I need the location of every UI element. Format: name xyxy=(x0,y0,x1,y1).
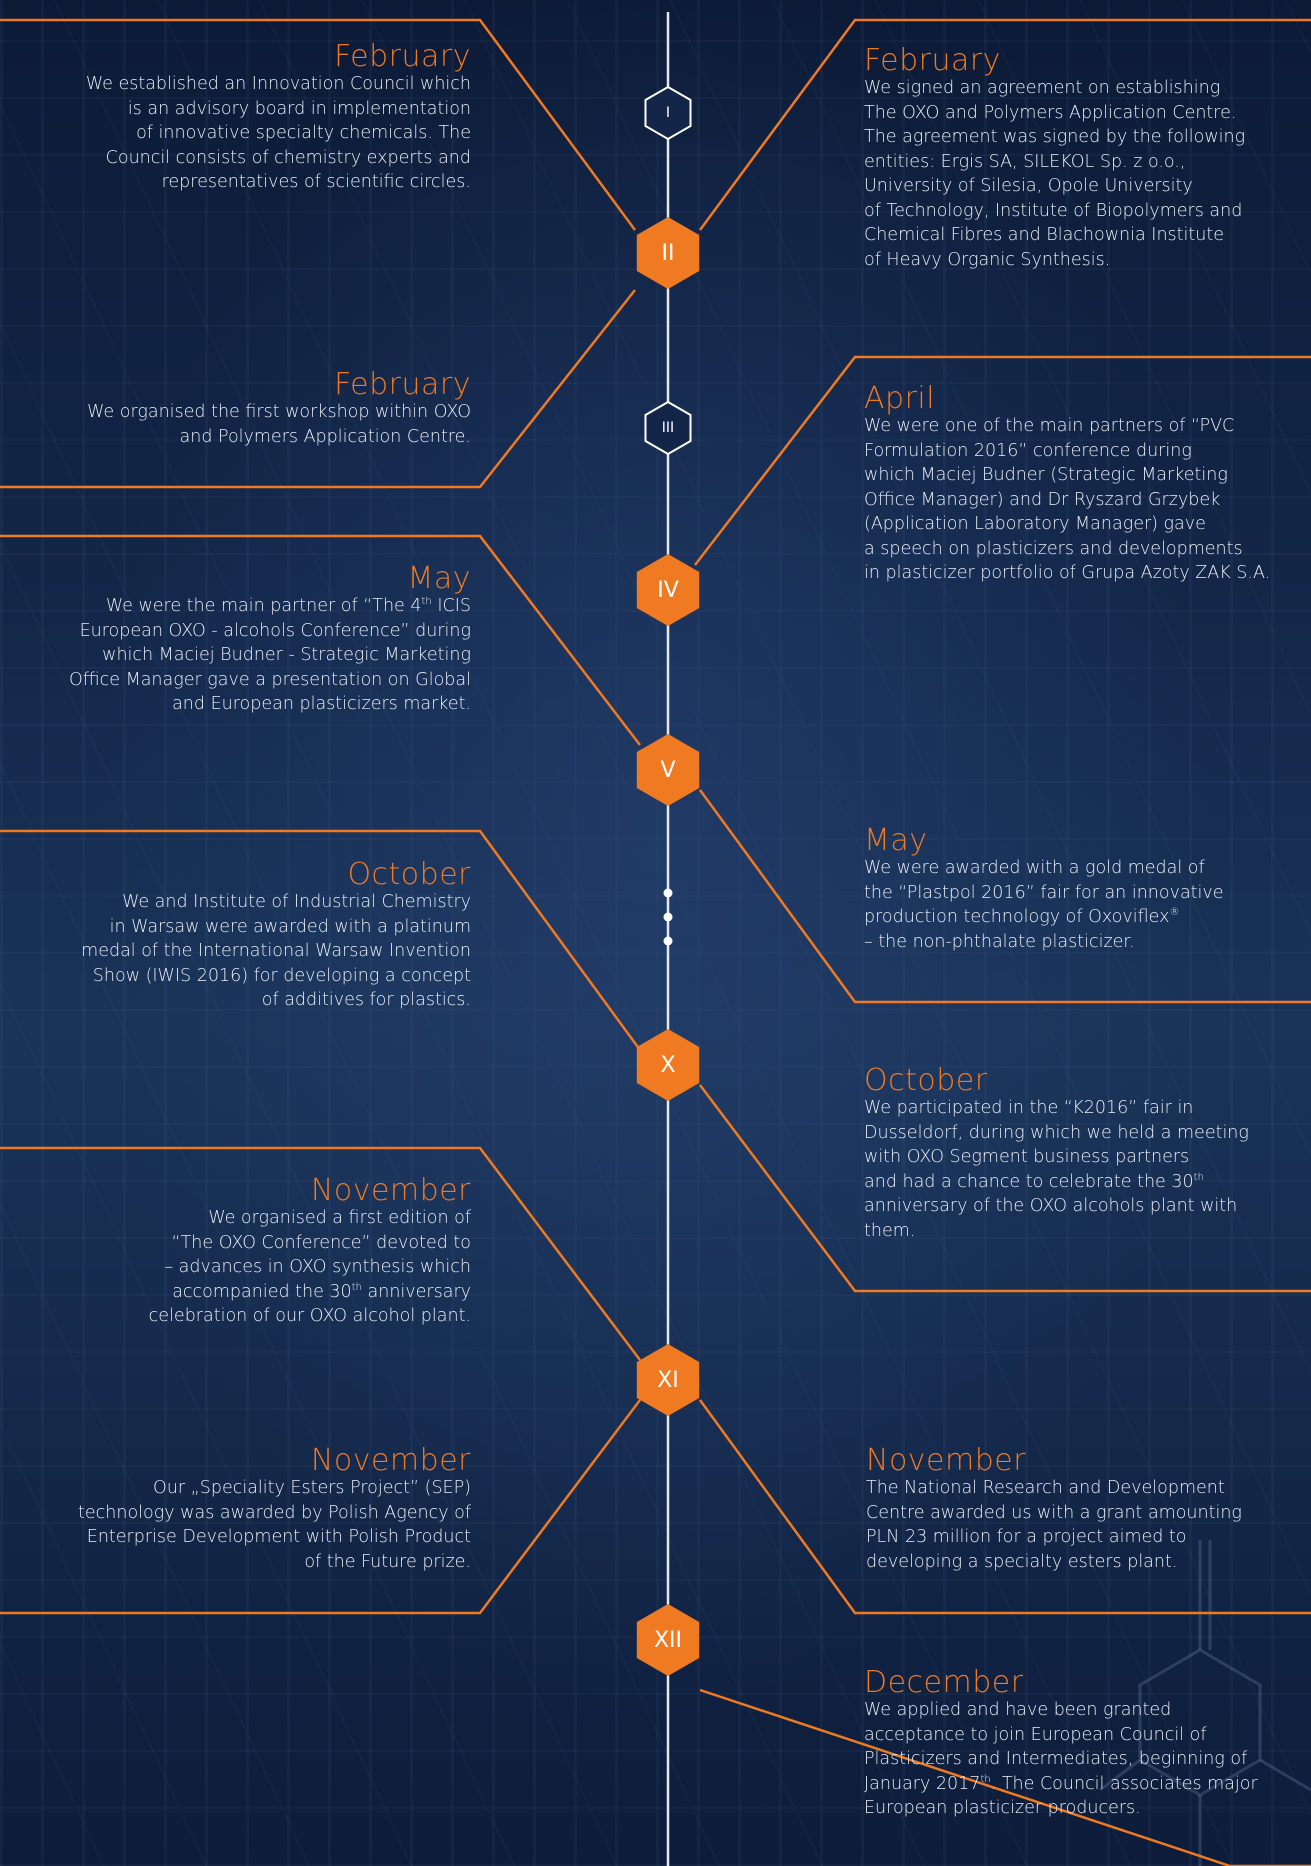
entry-month: February xyxy=(334,367,471,402)
watermark-hexagon-icon xyxy=(1099,1540,1311,1866)
vertical-dots-icon xyxy=(663,888,673,946)
left-entry-rails xyxy=(0,18,642,1615)
entry-month: May xyxy=(864,823,928,858)
timeline-node-iii-hexagon xyxy=(644,400,692,456)
entry-right-october: October We participated in the “K2016” f… xyxy=(864,1066,1311,1243)
entry-text: We applied and have been granted accepta… xyxy=(864,1700,1258,1818)
entry-left-november-2: November Our „Speciality Esters Project”… xyxy=(0,1446,471,1574)
timeline-node-label: I xyxy=(665,105,671,121)
entry-month: May xyxy=(407,561,471,596)
entry-text: Our „Speciality Esters Project” (SEP) te… xyxy=(78,1478,471,1572)
entry-text: We organised the first workshop within O… xyxy=(87,402,471,447)
timeline-node-iv-hexagon xyxy=(636,554,700,626)
timeline-node-i-hexagon xyxy=(644,85,692,141)
timeline-node-label: III xyxy=(661,420,675,436)
timeline-node-xii-hexagon xyxy=(636,1604,700,1676)
timeline-node-label: XII xyxy=(653,1627,683,1653)
entry-month: February xyxy=(864,43,1001,78)
entry-month: April xyxy=(864,381,936,416)
entry-text: We were awarded with a gold medal of the… xyxy=(864,858,1224,952)
timeline-node-xi-hexagon xyxy=(636,1344,700,1416)
entry-month: November xyxy=(866,1443,1027,1478)
entry-month: November xyxy=(310,1173,471,1208)
entry-month: October xyxy=(347,857,471,892)
entry-right-april: April We were one of the main partners o… xyxy=(864,384,1311,586)
entry-month: December xyxy=(864,1665,1024,1700)
entry-text: We established an Innovation Council whi… xyxy=(85,74,471,192)
timeline-node-label: V xyxy=(660,757,676,783)
entry-right-december: December We applied and have been grante… xyxy=(864,1668,1311,1821)
timeline-node-ii-hexagon xyxy=(636,217,700,289)
timeline-node-label: XI xyxy=(657,1367,679,1393)
timeline-node-label: IV xyxy=(657,577,679,603)
entry-right-february: February We signed an agreement on estab… xyxy=(864,46,1311,272)
entry-left-october: October We and Institute of Industrial C… xyxy=(0,860,471,1013)
entry-month: November xyxy=(310,1443,471,1478)
entry-left-february-2: February We organised the first workshop… xyxy=(0,370,471,449)
entry-left-may: May We were the main partner of “The 4th… xyxy=(0,564,471,717)
entry-text: We organised a first edition of “The OXO… xyxy=(148,1208,471,1326)
entry-month: February xyxy=(334,39,471,74)
entry-left-november-1: November We organised a first edition of… xyxy=(0,1176,471,1329)
right-entry-rails xyxy=(694,18,1311,1866)
entry-text: We were one of the main partners of “PVC… xyxy=(864,416,1271,583)
entry-left-february-1: February We established an Innovation Co… xyxy=(1,42,471,195)
timeline-node-label: II xyxy=(661,240,675,266)
entry-text: We participated in the “K2016” fair in D… xyxy=(864,1098,1249,1241)
entry-text: We and Institute of Industrial Chemistry… xyxy=(81,892,471,1010)
entry-text: The National Research and Development Ce… xyxy=(866,1478,1242,1572)
entry-text: We were the main partner of “The 4th ICI… xyxy=(68,596,471,714)
timeline-node-label: X xyxy=(660,1052,676,1078)
timeline-node-x-hexagon xyxy=(636,1029,700,1101)
entry-right-may: May We were awarded with a gold medal of… xyxy=(864,826,1311,954)
entry-month: October xyxy=(864,1063,988,1098)
entry-text: We signed an agreement on establishing T… xyxy=(864,78,1246,270)
timeline-node-v-hexagon xyxy=(636,734,700,806)
entry-right-november: November The National Research and Devel… xyxy=(866,1446,1311,1574)
